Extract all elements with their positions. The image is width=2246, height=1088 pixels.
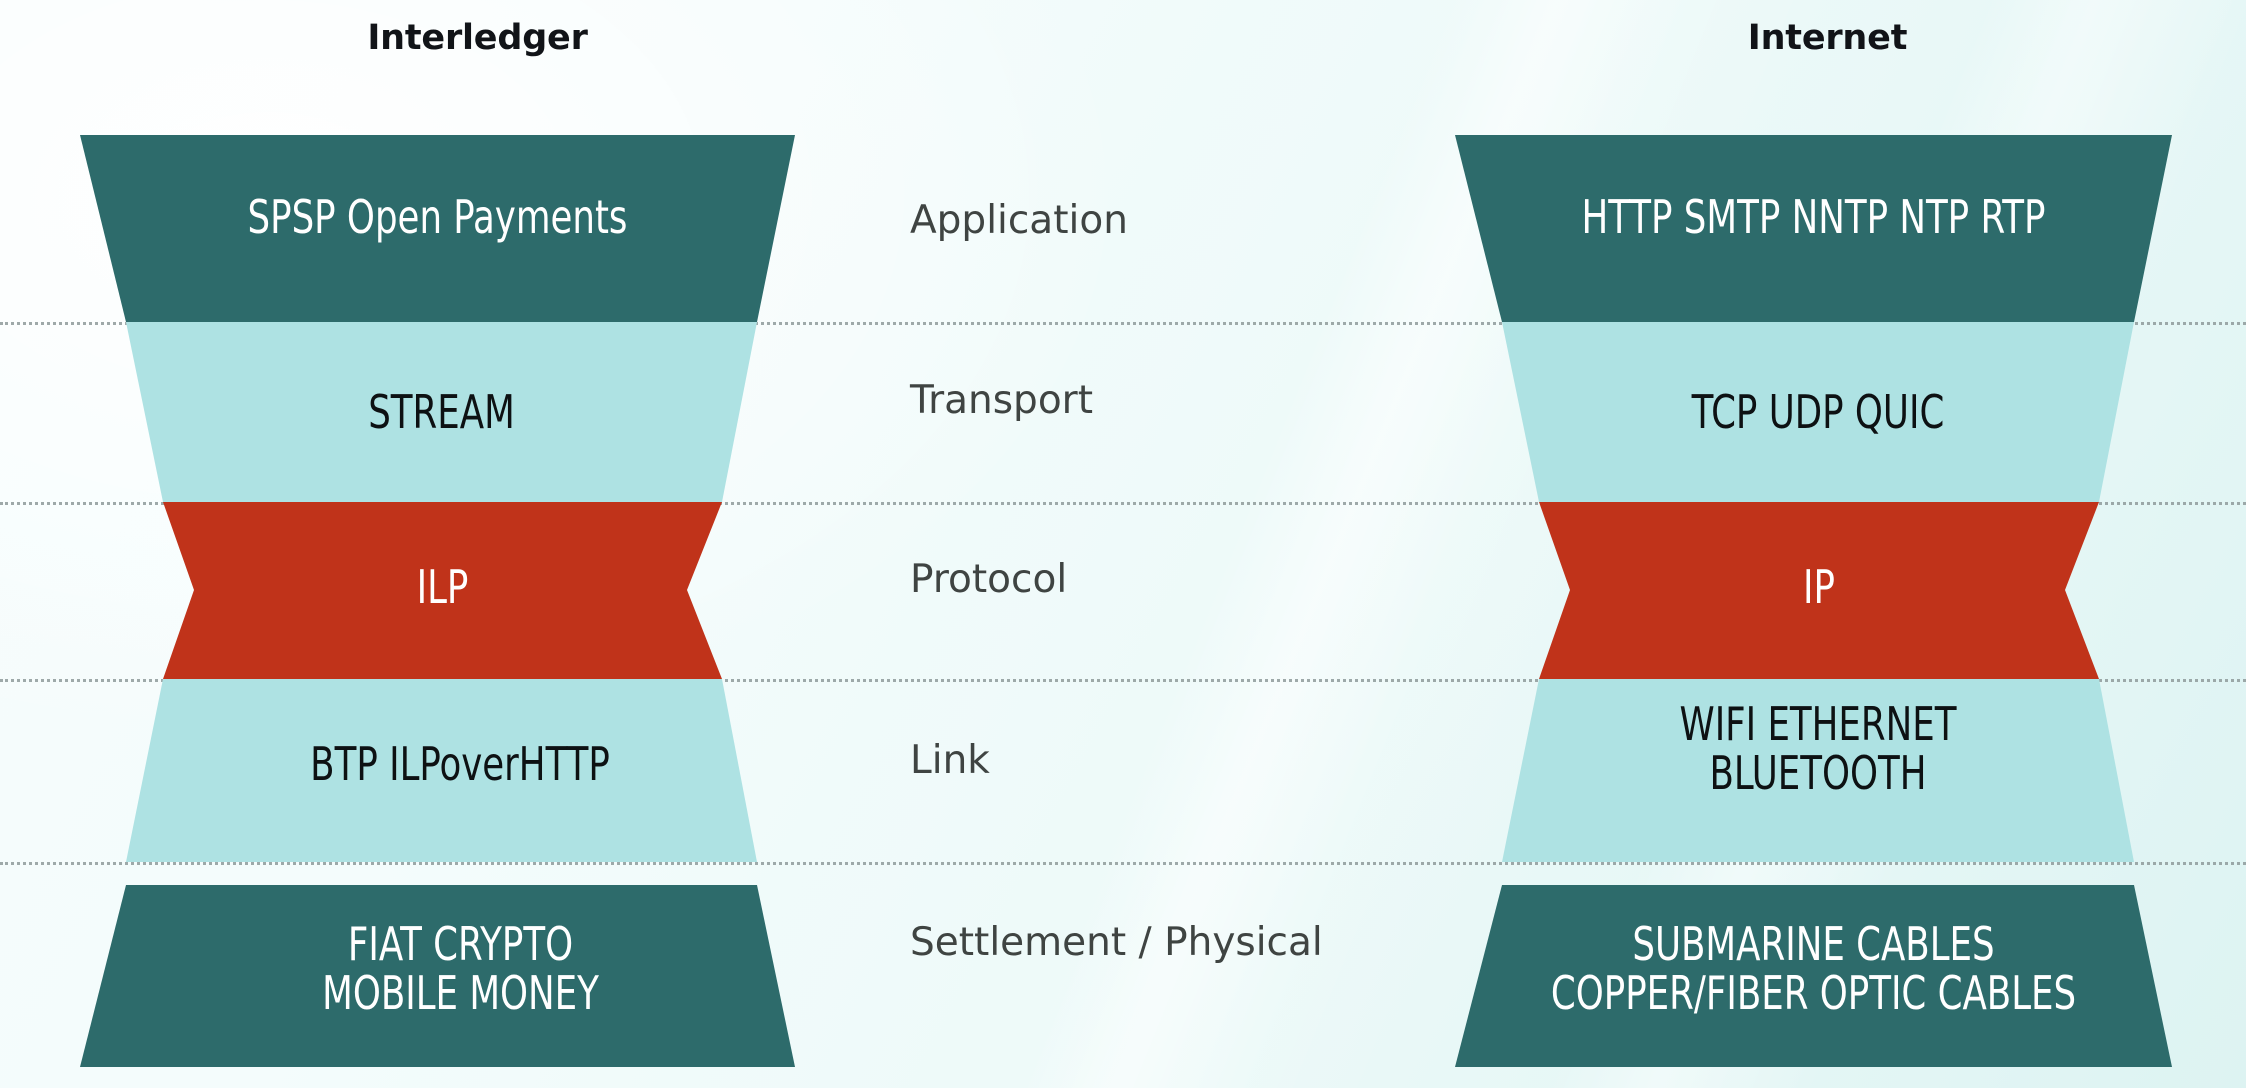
internet-settlement-shape (1455, 885, 2172, 1067)
interledger-transport-text: STREAM (368, 385, 515, 439)
internet-application-text: HTTP SMTP NNTP NTP RTP (1581, 190, 2046, 244)
layer-divider-link-settlement (0, 862, 2246, 865)
internet-link-text: WIFI ETHERNET BLUETOOTH (1679, 697, 1957, 801)
layer-divider-application-transport (0, 322, 2246, 325)
internet-protocol-shape (1539, 502, 2099, 679)
layer-label-protocol: Protocol (910, 557, 1068, 602)
interledger-application-text: SPSP Open Payments (247, 190, 628, 244)
interledger-protocol-shape (163, 502, 722, 679)
column-title-internet: Internet (1747, 18, 1908, 58)
interledger-link-shape (126, 679, 757, 862)
layer-label-link: Link (910, 738, 990, 783)
internet-settlement-text: SUBMARINE CABLES COPPER/FIBER OPTIC CABL… (1550, 917, 2077, 1021)
interledger-transport-shape (126, 322, 757, 502)
internet-transport-text: TCP UDP QUIC (1691, 385, 1945, 439)
internet-transport-shape (1502, 322, 2134, 502)
layer-label-application: Application (910, 198, 1128, 243)
internet-link-shape (1502, 679, 2134, 862)
layer-divider-transport-protocol (0, 502, 2246, 505)
layer-label-settlement-physical: Settlement / Physical (910, 920, 1323, 965)
layer-label-transport: Transport (910, 378, 1094, 423)
internet-protocol-text: IP (1803, 560, 1835, 614)
column-title-interledger: Interledger (367, 18, 588, 58)
interledger-settlement-shape (80, 885, 795, 1067)
internet-application-shape (1455, 135, 2172, 322)
interledger-settlement-text: FIAT CRYPTO MOBILE MONEY (322, 917, 599, 1021)
interledger-application-shape (80, 135, 795, 322)
interledger-protocol-text: ILP (416, 560, 469, 614)
layer-divider-protocol-link (0, 679, 2246, 682)
interledger-link-text: BTP ILPoverHTTP (310, 737, 610, 791)
column-headings: Interledger Internet (0, 0, 2246, 90)
